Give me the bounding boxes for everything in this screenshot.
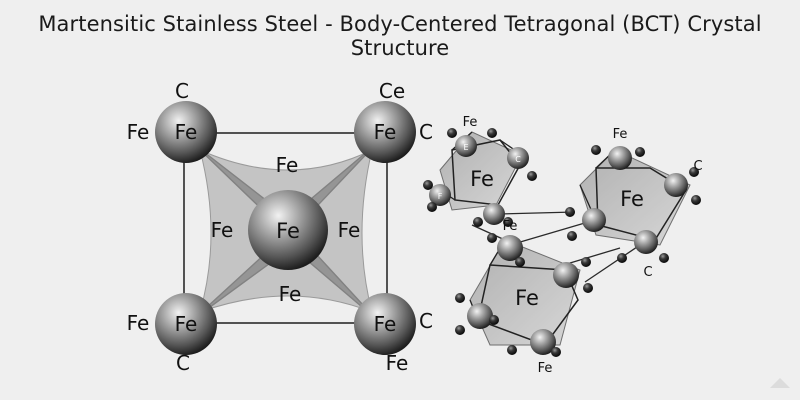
atom-label-cube1-top: Fe <box>463 115 478 130</box>
atom-bottom-left <box>155 293 217 355</box>
face-label-bottom: Fe <box>279 282 302 306</box>
atom-top-right <box>354 101 416 163</box>
atom-top-left <box>155 101 217 163</box>
atom-label-top-right: Fe <box>374 120 397 144</box>
watermark-icon <box>770 378 790 388</box>
atom-label-top-left: Fe <box>175 120 198 144</box>
face-label-left: Fe <box>211 218 234 242</box>
atom-label-cube2-top: Fe <box>613 127 628 142</box>
lattice-cluster: Fe Fe C F E <box>423 115 703 376</box>
outer-label-bottom-left-below: C <box>176 351 190 375</box>
atom-label-cube2-right: C <box>693 159 702 174</box>
atom-label-bottom-right: Fe <box>374 312 397 336</box>
cube-2: Fe Fe C C <box>565 127 703 280</box>
outer-label-bottom-right-below: Fe <box>386 351 409 375</box>
cube-label-1: Fe <box>470 167 494 191</box>
cube-label-2: Fe <box>620 187 644 211</box>
unit-cell-outline <box>183 132 388 324</box>
outer-label-top-left-above: C <box>175 79 189 103</box>
outer-label-bottom-right-side: C <box>419 309 433 333</box>
main-bct-cell: Fe Fe Fe Fe Fe C Fe Ce C Fe C C Fe Fe Fe… <box>127 79 433 375</box>
atom-label-center: Fe <box>276 219 300 243</box>
atom-label-cube3-bottom: Fe <box>538 361 553 376</box>
diagram-title: Martensitic Stainless Steel - Body-Cente… <box>38 12 762 60</box>
outer-label-top-right-side: C <box>419 120 433 144</box>
atom-center <box>248 190 328 270</box>
outer-label-bottom-left-side: Fe <box>127 311 150 335</box>
atom-label-bottom-left: Fe <box>175 312 198 336</box>
atom-bottom-right <box>354 293 416 355</box>
cube-3: Fe Fe Fe <box>455 219 593 376</box>
cube-label-3: Fe <box>515 286 539 310</box>
outer-label-top-right-above: Ce <box>379 79 405 103</box>
small-atom-letter-f: F <box>438 192 443 201</box>
atom-label-cube2-bottom: C <box>643 265 652 280</box>
small-atom-letter-e: E <box>463 143 468 152</box>
outer-label-top-left-side: Fe <box>127 120 150 144</box>
small-atom-letter-c: C <box>515 155 521 164</box>
face-label-top: Fe <box>276 153 299 177</box>
face-label-right: Fe <box>338 218 361 242</box>
cube-1: Fe Fe C F E <box>423 115 537 227</box>
atom-label-cube3-top: Fe <box>503 219 518 234</box>
